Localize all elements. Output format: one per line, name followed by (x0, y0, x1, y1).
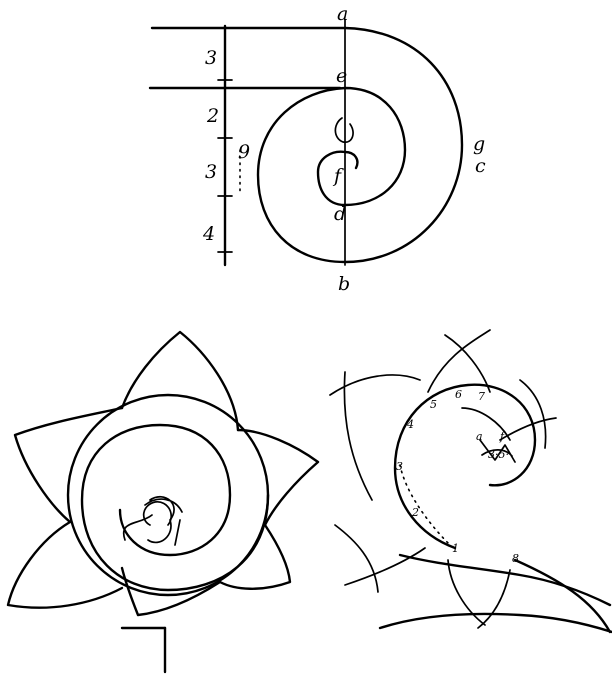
point-number-8: 8 (512, 552, 519, 565)
rosette-spiral-center (142, 501, 173, 526)
scale-number-3: 3 (205, 161, 217, 183)
petal-lower-right (218, 523, 292, 590)
point-number-4: 4 (406, 418, 414, 431)
rosette-inner-lobes (122, 495, 183, 546)
label-e: e (336, 65, 347, 87)
inset-mark-35: 3·5· (488, 448, 509, 461)
construction-right-curve (513, 558, 612, 634)
compass-construction-figure: 1 2 3 4 5 6 7 8 a 3·5· f (329, 329, 612, 634)
compass-arc-top (427, 329, 491, 393)
petal-bottom (120, 566, 222, 617)
scale-number-1: 3 (205, 47, 217, 69)
point-number-7: 7 (478, 390, 485, 403)
point-number-3: 3 (396, 460, 403, 473)
construction-lower-curve (378, 612, 612, 634)
label-b: b (338, 273, 350, 295)
compass-arc-right (499, 379, 557, 449)
point-number-5: 5 (430, 398, 437, 411)
compass-arc-lower-left (334, 524, 426, 593)
volute-spiral (256, 26, 464, 264)
rosette-inner-spiral (80, 423, 270, 592)
label-g: g (473, 133, 485, 155)
dotted-radius (399, 464, 451, 546)
compass-arc-bottom (447, 559, 511, 629)
petal-lower-left (6, 520, 124, 609)
label-c: c (475, 155, 486, 177)
construction-outer-spiral (393, 383, 537, 550)
label-f: f (332, 165, 344, 187)
point-number-2: 2 (411, 506, 419, 519)
inset-mark-a: a (476, 430, 483, 443)
construction-s-curve (398, 553, 612, 607)
point-number-6: 6 (455, 388, 462, 401)
label-d: d (334, 203, 346, 225)
compass-arc-left (329, 371, 421, 501)
petal-left (13, 406, 124, 524)
scale-mark-9: 9 (238, 141, 250, 163)
compass-arc-leaf (461, 407, 511, 441)
scale-number-2: 2 (206, 105, 219, 127)
rosette-figure (6, 330, 320, 674)
label-a: a (337, 3, 348, 25)
inset-mark-f: f (499, 430, 506, 443)
petal-right (236, 428, 320, 527)
volute-construction-figure: a e g f d b c 3 2 3 4 9 (148, 3, 486, 295)
point-number-1: 1 (452, 542, 459, 555)
inset-detail-marks (479, 439, 516, 463)
petal-top (120, 330, 240, 432)
eye-loop (334, 117, 354, 143)
scale-number-4: 4 (202, 223, 215, 245)
